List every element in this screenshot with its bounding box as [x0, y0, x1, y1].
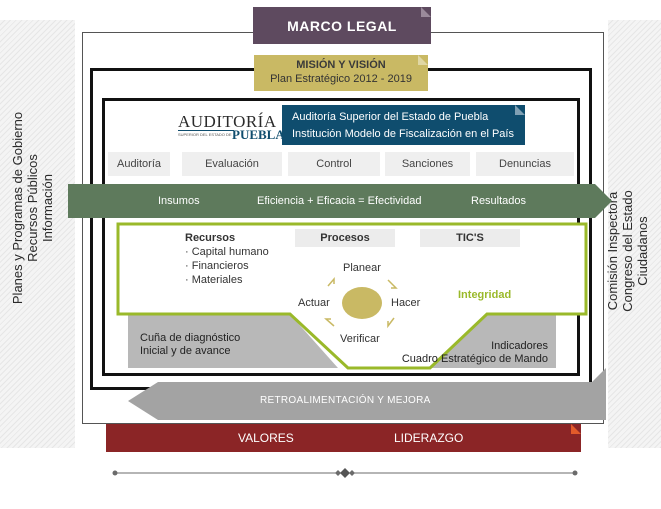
logo-underline: [178, 130, 234, 131]
mision-subtitle: Plan Estratégico 2012 - 2019: [270, 73, 412, 85]
tab-evaluacion: Evaluación: [182, 152, 282, 176]
arrow-resultados: Resultados: [471, 195, 527, 207]
banner-line-2: Institución Modelo de Fiscalización en e…: [292, 128, 514, 140]
right-side-panel: [608, 20, 661, 448]
indicadores-line-1: Indicadores: [491, 340, 548, 352]
right-label-2: Congreso del Estado: [620, 190, 635, 312]
left-side-labels: Planes y Programas de Gobierno Recursos …: [10, 58, 70, 358]
retro-label: RETROALIMENTACIÓN Y MEJORA: [260, 395, 431, 406]
banner-line-1: Auditoría Superior del Estado de Puebla: [292, 111, 489, 123]
cuna-line-1: Cuña de diagnóstico: [140, 332, 241, 344]
indicadores-block: Indicadores Cuadro Estratégico de Mando: [380, 340, 548, 366]
cycle-verificar: Verificar: [340, 333, 380, 345]
tab-evaluacion-label: Evaluación: [205, 158, 259, 170]
logo-puebla: PUEBLA: [232, 127, 285, 142]
marco-legal-label: MARCO LEGAL: [287, 17, 397, 34]
right-side-labels: Comisión Inspectora Congreso del Estado …: [605, 101, 661, 401]
mision-box: MISIÓN Y VISIÓN Plan Estratégico 2012 - …: [254, 55, 428, 91]
cuna-line-2: Inicial y de avance: [140, 345, 231, 357]
cycle-hacer: Hacer: [391, 297, 421, 309]
tab-control-label: Control: [316, 158, 352, 170]
banner-corner: [515, 105, 525, 115]
logo: AUDITORÍA SUPERIOR DEL ESTADO DE PUEBLA: [160, 105, 285, 145]
left-label-2: Recursos Públicos: [25, 154, 40, 262]
tics-pill: TIC'S: [420, 229, 520, 247]
recursos-item-2: · Financieros: [185, 260, 249, 272]
logo-tiny: SUPERIOR DEL ESTADO DE: [178, 132, 232, 137]
logo-auditoria: AUDITORÍA: [178, 112, 277, 131]
valores-bar: [106, 424, 581, 452]
cycle-planear: Planear: [343, 262, 381, 274]
tab-control: Control: [288, 152, 380, 176]
right-label-3: Ciudadanos: [635, 216, 650, 286]
decorative-divider: [112, 468, 578, 478]
recursos-item-1: · Capital humano: [185, 246, 269, 258]
tab-denuncias-label: Denuncias: [499, 158, 551, 170]
tab-denuncias: Denuncias: [476, 152, 574, 176]
institution-banner: Auditoría Superior del Estado de Puebla …: [282, 105, 525, 145]
arrow-insumos: Insumos: [158, 195, 200, 207]
left-side-panel: [0, 20, 75, 448]
tab-auditoria-label: Auditoría: [116, 158, 162, 170]
retro-arrow: [128, 368, 606, 420]
left-label-3: Información: [40, 174, 55, 242]
liderazgo-label: LIDERAZGO: [394, 431, 464, 445]
tics-label: TIC'S: [456, 232, 484, 244]
procesos-pill: Procesos: [295, 229, 395, 247]
tab-sanciones: Sanciones: [385, 152, 470, 176]
integridad-label: Integridad: [458, 289, 512, 301]
cycle-graphic: [324, 276, 398, 329]
arrow-center: Eficiencia + Eficacia = Efectividad: [257, 195, 422, 207]
recursos-item-3: · Materiales: [185, 274, 243, 286]
procesos-label: Procesos: [320, 232, 370, 244]
cuna-block: Cuña de diagnóstico Inicial y de avance: [140, 332, 240, 358]
valores-corner: [571, 424, 581, 434]
marco-legal-corner: [421, 7, 431, 17]
tab-auditoria: Auditoría: [108, 152, 170, 176]
recursos-title: Recursos: [185, 232, 236, 244]
valores-label: VALORES: [238, 431, 294, 445]
mision-title: MISIÓN Y VISIÓN: [296, 59, 386, 71]
marco-legal-box: MARCO LEGAL: [253, 7, 431, 44]
recursos-block: Recursos · Capital humano · Financieros …: [185, 231, 269, 287]
indicadores-line-2: Cuadro Estratégico de Mando: [401, 353, 548, 365]
left-label-1: Planes y Programas de Gobierno: [10, 111, 25, 305]
insumos-arrow: [68, 184, 612, 218]
cycle-actuar: Actuar: [298, 297, 330, 309]
tab-sanciones-label: Sanciones: [401, 158, 454, 170]
mision-corner: [418, 55, 428, 65]
